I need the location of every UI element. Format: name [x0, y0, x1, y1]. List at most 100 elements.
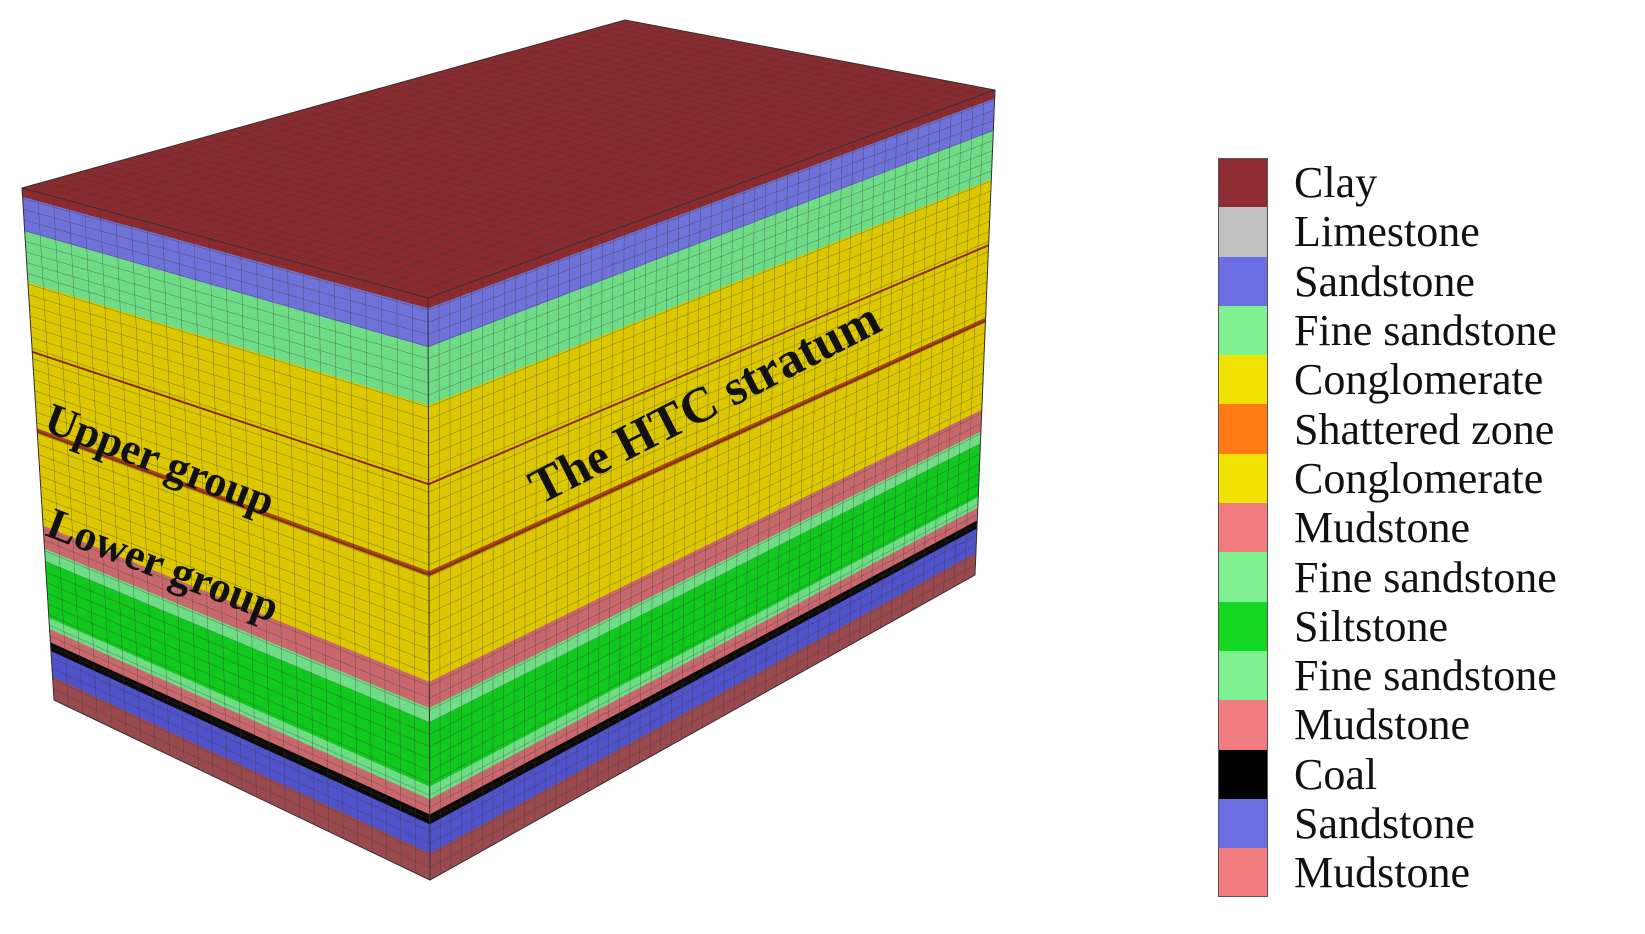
grid-line	[334, 73, 910, 273]
legend-label: Mudstone	[1294, 503, 1470, 553]
legend-item: Sandstone	[1218, 256, 1638, 306]
legend-label: Coal	[1294, 749, 1378, 799]
legend-item: Shattered zone	[1218, 404, 1638, 454]
grid-line	[287, 65, 868, 261]
grid-line	[428, 322, 986, 578]
legend-swatch	[1218, 749, 1268, 799]
grid-line	[43, 539, 430, 699]
grid-line	[428, 221, 990, 456]
legend-item: Fine sandstone	[1218, 650, 1638, 701]
legend-swatch	[1218, 503, 1268, 553]
grid-line	[429, 423, 982, 699]
grid-line	[49, 625, 430, 796]
legend-swatch	[1218, 601, 1268, 651]
grid-line	[36, 422, 430, 565]
legend-label: Siltstone	[1294, 601, 1449, 651]
grid-line	[37, 433, 430, 578]
legend-swatch	[1218, 158, 1268, 208]
legend-label: Sandstone	[1294, 799, 1475, 848]
legend-item: Conglomerate	[1218, 355, 1638, 405]
grid-line	[84, 30, 682, 206]
legend-swatch	[1218, 650, 1268, 701]
grid-line	[41, 507, 430, 662]
grid-line	[162, 43, 754, 227]
grid-line	[131, 38, 725, 218]
grid-line	[100, 33, 697, 210]
grid-line	[429, 514, 978, 808]
legend-item: Mudstone	[1218, 503, 1638, 553]
grid-line	[429, 544, 977, 844]
legend-swatch	[1218, 404, 1268, 454]
legend-label: Conglomerate	[1294, 453, 1544, 503]
grid-line	[429, 382, 984, 650]
legend-label: Fine sandstone	[1294, 306, 1557, 356]
grid-line	[37, 443, 430, 590]
grid-line	[429, 524, 978, 820]
grid-line	[45, 571, 430, 735]
grid-line	[44, 550, 430, 711]
grid-line	[428, 281, 988, 529]
grid-line	[25, 241, 429, 359]
grid-line	[40, 486, 430, 638]
grid-line	[28, 294, 429, 420]
grid-line	[27, 283, 429, 408]
grid-line	[35, 411, 429, 553]
grid-line	[429, 564, 976, 869]
grid-line	[178, 46, 768, 231]
grid-line	[256, 60, 839, 252]
legend-swatch	[1218, 700, 1268, 750]
grid-line	[318, 70, 896, 269]
grid-line	[45, 561, 430, 723]
grid-line	[428, 271, 988, 517]
grid-line	[428, 291, 987, 541]
grid-line	[34, 390, 429, 529]
grid-line	[429, 463, 980, 747]
grid-line	[47, 593, 430, 759]
grid-line	[37, 22, 640, 193]
grid-line	[429, 453, 981, 735]
grid-line	[39, 465, 430, 614]
legend-item: Clay	[1218, 158, 1638, 208]
legend-swatch	[1218, 798, 1268, 849]
grid-line	[412, 87, 981, 295]
grid-line	[427, 99, 995, 311]
grid-line	[51, 667, 430, 844]
grid-line	[33, 379, 429, 517]
legend-label: Mudstone	[1294, 700, 1470, 750]
legend-item: Fine sandstone	[1218, 305, 1638, 356]
grid-line	[429, 433, 981, 711]
grid-line	[429, 473, 980, 759]
grid-line	[30, 326, 429, 456]
grid-line	[428, 140, 994, 359]
grid-line	[428, 120, 994, 335]
grid-line	[23, 209, 429, 323]
front-edge	[427, 297, 431, 881]
grid-line	[32, 358, 429, 493]
grid-line	[146, 41, 739, 223]
grid-line	[48, 614, 430, 784]
legend-label: Sandstone	[1294, 256, 1475, 306]
grid-line	[26, 262, 429, 384]
grid-line	[49, 635, 430, 808]
grid-line	[429, 403, 983, 675]
legend-label: Clay	[1294, 158, 1378, 208]
grid-line	[428, 160, 993, 384]
grid-line	[43, 529, 430, 687]
grid-line	[31, 337, 429, 468]
grid-line	[428, 301, 987, 553]
grid-line	[209, 52, 796, 240]
grid-line	[68, 27, 668, 201]
grid-line	[33, 369, 429, 505]
grid-line	[53, 25, 654, 197]
grid-line	[428, 180, 992, 408]
grid-line	[25, 251, 429, 371]
legend-label: Conglomerate	[1294, 355, 1544, 405]
grid-line	[29, 305, 429, 432]
grid-line	[428, 352, 985, 614]
legend-label: Fine sandstone	[1294, 651, 1557, 701]
grid-line	[31, 347, 429, 481]
grid-line	[428, 231, 990, 468]
legend-label: Limestone	[1294, 207, 1480, 257]
grid-line	[428, 332, 986, 590]
